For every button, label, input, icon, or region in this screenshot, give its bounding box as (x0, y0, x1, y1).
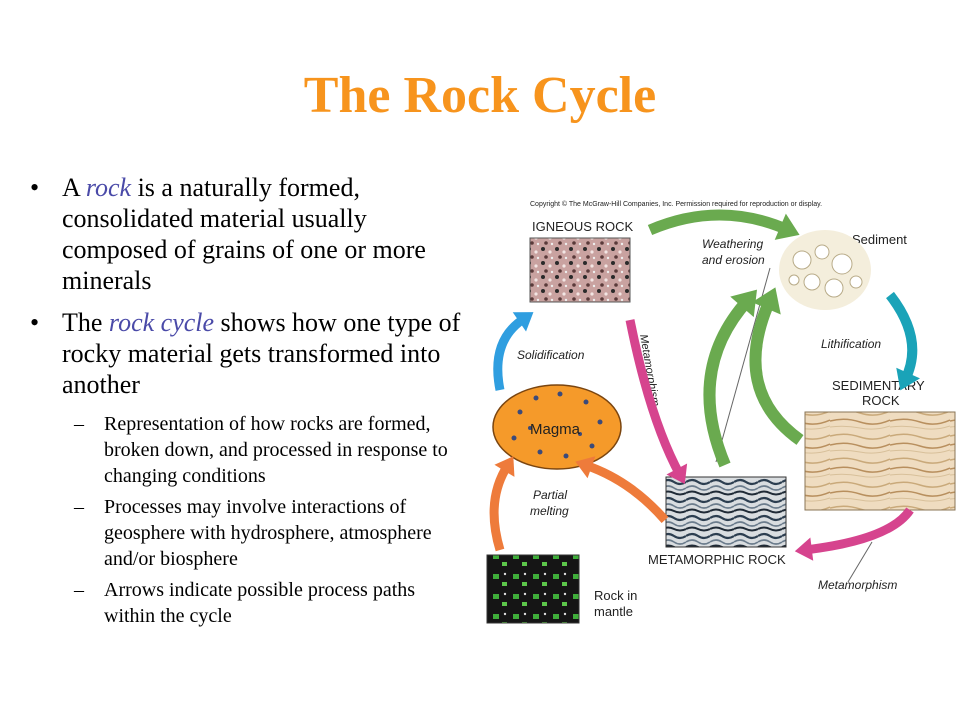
subbullet-representation: – Representation of how rocks are formed… (30, 411, 462, 489)
arrow-mantle-to-magma-head (494, 456, 515, 477)
lithification-label: Lithification (821, 337, 881, 351)
dash-icon: – (74, 413, 84, 435)
bullet-rock-definition: • A rock is a naturally formed, consolid… (30, 172, 462, 296)
arrow-sediment-to-sedimentary (886, 291, 918, 383)
sedimentary-rock-image (804, 411, 956, 511)
bullet-text-pre: The (62, 308, 109, 337)
bullet-rock-cycle: • The rock cycle shows how one type of r… (30, 307, 462, 400)
bullet-icon: • (30, 308, 40, 337)
weathering-label-line2: and erosion (702, 253, 765, 267)
arrow-metamorphic-to-sediment-head (730, 289, 757, 318)
arrow-sediment-to-sedimentary-head (896, 367, 920, 391)
subbullet-text: Arrows indicate possible process paths w… (104, 579, 416, 627)
magma-crystals (511, 391, 603, 459)
mantle-rock-image (486, 554, 580, 624)
process-arrows (489, 209, 920, 561)
arrow-metamorphic-to-magma (583, 460, 669, 523)
metamorphic-rock-label: METAMORPHIC ROCK (648, 552, 786, 567)
rock-cycle-diagram: Copyright © The McGraw-Hill Companies, I… (486, 200, 956, 624)
dash-icon: – (74, 496, 84, 518)
sedimentary-label-line2: ROCK (862, 393, 900, 408)
partial-melting-label-line1: Partial (533, 488, 567, 502)
arrow-igneous-to-metamorphic (625, 319, 684, 478)
bullet-text-post: is a naturally formed, consolidated mate… (62, 173, 426, 295)
arrow-sedimentary-to-metamorphic (804, 507, 914, 555)
subbullet-arrows: – Arrows indicate possible process paths… (30, 577, 462, 629)
arrow-igneous-to-sediment (647, 209, 791, 236)
dash-icon: – (74, 579, 84, 601)
bullet-text-post: shows how one type of rocky material get… (62, 308, 461, 399)
magma-image (492, 384, 622, 470)
mantle-label-line2: mantle (594, 604, 633, 619)
term-rock-cycle: rock cycle (108, 308, 215, 337)
term-rock: rock (85, 173, 132, 202)
metamorphism-bottom-label: Metamorphism (818, 578, 897, 592)
metamorphic-rock-image (665, 476, 787, 548)
mantle-label-line1: Rock in (594, 588, 637, 603)
subbullet-text: Representation of how rocks are formed, … (104, 413, 448, 487)
page-title: The Rock Cycle (303, 67, 657, 124)
arrow-sedimentary-to-sediment (749, 297, 804, 445)
bullet-text-pre: A (62, 173, 86, 202)
subbullet-processes: – Processes may involve interactions of … (30, 494, 462, 572)
arrow-igneous-to-sediment-head (774, 213, 800, 240)
sediment-label: Sediment (852, 232, 907, 247)
partial-melting-label-line2: melting (530, 504, 569, 518)
bullet-icon: • (30, 173, 40, 202)
solidification-label: Solidification (517, 348, 585, 362)
magma-label: Magma (530, 421, 581, 438)
weathering-label-line1: Weathering (702, 237, 763, 251)
arrow-metamorphic-to-sediment (703, 295, 753, 468)
copyright-notice: Copyright © The McGraw-Hill Companies, I… (530, 200, 822, 208)
arrow-igneous-to-metamorphic-head (666, 463, 688, 485)
subbullet-text: Processes may involve interactions of ge… (104, 496, 432, 570)
igneous-rock-image (529, 237, 631, 303)
arrow-metamorphic-to-magma-head (575, 456, 596, 479)
arrow-sedimentary-to-metamorphic-head (794, 537, 814, 561)
arrow-magma-to-igneous-head (512, 312, 534, 332)
arrow-magma-to-igneous (493, 314, 528, 391)
igneous-rock-label: IGNEOUS ROCK (532, 219, 633, 234)
metamorphism-pointer-line (847, 541, 873, 583)
bullet-list: • A rock is a naturally formed, consolid… (30, 172, 462, 634)
arrow-sedimentary-to-sediment-head (752, 287, 781, 315)
sediment-image (779, 230, 871, 310)
arrow-mantle-to-magma (489, 462, 512, 552)
